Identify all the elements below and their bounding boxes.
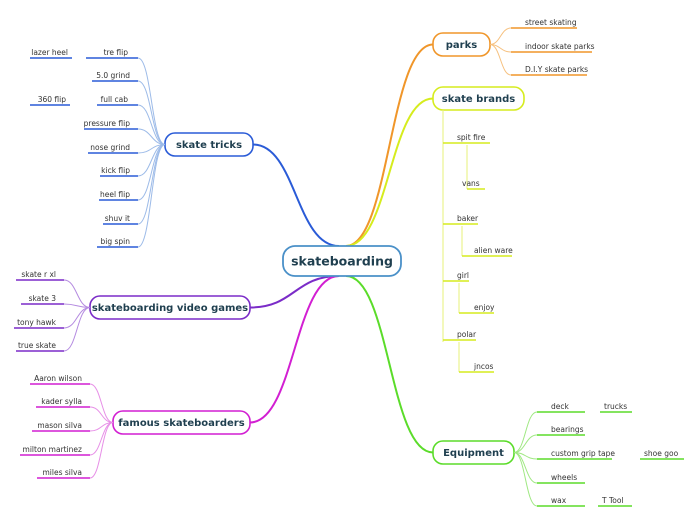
node-full-cab[interactable]: full cab <box>101 95 129 104</box>
node-pressure-flip[interactable]: pressure flip <box>84 119 131 128</box>
node-wheels[interactable]: wheels <box>551 473 577 482</box>
connector-bearings <box>513 434 538 453</box>
root-to-equipment-connector <box>345 275 434 454</box>
connector-tony-hawk <box>63 307 91 329</box>
root-box[interactable] <box>282 245 402 277</box>
connector-shuv-it <box>137 144 166 225</box>
branch-label-equipment[interactable]: Equipment <box>443 448 504 459</box>
node-alien-ware[interactable]: alien ware <box>474 246 513 255</box>
node-baker[interactable]: baker <box>457 214 479 223</box>
node-kader-sylla[interactable]: kader sylla <box>41 397 82 406</box>
connector-tre-flip <box>137 57 166 145</box>
node-aaron-wilson[interactable]: Aaron wilson <box>34 374 82 383</box>
node-shoe-goo[interactable]: shoe goo <box>644 449 679 458</box>
node-true-skate[interactable]: true skate <box>18 341 56 350</box>
branch-equipment: Equipment <box>432 440 515 465</box>
connector-full-cab <box>137 104 166 145</box>
node-heel-flip[interactable]: heel flip <box>100 190 130 199</box>
branch-label-parks[interactable]: parks <box>446 40 477 51</box>
node-t-tool[interactable]: T Tool <box>601 496 624 505</box>
branch-skate-tricks: skate tricks <box>164 132 254 157</box>
node-indoor-skate-parks[interactable]: indoor skate parks <box>525 42 595 51</box>
node-shuv-it[interactable]: shuv it <box>105 214 130 223</box>
node-big-spin[interactable]: big spin <box>101 237 131 246</box>
node-enjoy[interactable]: enjoy <box>474 303 495 312</box>
node-trucks[interactable]: trucks <box>604 402 627 411</box>
node-skate-rxl[interactable]: skate r xl <box>21 270 56 279</box>
node-tony-hawk[interactable]: tony hawk <box>17 318 57 327</box>
connector-diy-skate-parks <box>489 44 512 76</box>
root-label[interactable]: skateboarding <box>291 254 393 269</box>
branch-label-famous-skateboarders[interactable]: famous skateboarders <box>118 418 244 429</box>
branch-famous-skateboarders: famous skateboarders <box>112 410 251 435</box>
branch-label-skate-tricks[interactable]: skate tricks <box>176 140 242 151</box>
connector-street-skating <box>489 27 512 45</box>
branch-label-video-games[interactable]: skateboarding video games <box>92 303 248 314</box>
root-to-parks-connector <box>345 43 434 247</box>
node-polar[interactable]: polar <box>457 330 477 339</box>
root-to-skate-brands-connector <box>345 97 434 247</box>
node-street-skating[interactable]: street skating <box>525 18 577 27</box>
node-miles-silva[interactable]: miles silva <box>43 468 83 477</box>
connector-big-spin <box>137 144 166 248</box>
node-360-flip[interactable]: 360 flip <box>38 95 67 104</box>
connector-aaron-wilson <box>89 383 114 423</box>
root-node: skateboarding <box>282 245 402 277</box>
connector-5-0-grind <box>137 80 166 145</box>
branch-video-games: skateboarding video games <box>89 295 251 320</box>
branch-skate-brands: skate brands <box>432 86 525 111</box>
node-mason-silva[interactable]: mason silva <box>37 421 82 430</box>
node-deck[interactable]: deck <box>551 402 569 411</box>
node-custom-grip-tape[interactable]: custom grip tape <box>551 449 615 458</box>
node-wax[interactable]: wax <box>551 496 567 505</box>
node-girl[interactable]: girl <box>457 271 469 280</box>
node-skate-3[interactable]: skate 3 <box>29 294 57 303</box>
connector-true-skate <box>63 307 91 352</box>
connector-pressure-flip <box>137 128 166 145</box>
connector-deck <box>513 411 538 453</box>
node-tre-flip[interactable]: tre flip <box>104 48 129 57</box>
root-to-video-games-connector <box>249 275 340 309</box>
node-jncos[interactable]: jncos <box>473 362 494 371</box>
node-lazer-heel[interactable]: lazer heel <box>31 48 68 57</box>
node-diy-skate-parks[interactable]: D.I.Y skate parks <box>525 65 588 74</box>
root-to-skate-tricks-connector <box>252 143 340 247</box>
connector-kader-sylla <box>89 406 114 423</box>
connector-skate-rxl <box>63 279 91 308</box>
node-bearings[interactable]: bearings <box>551 425 584 434</box>
node-milton-martinez[interactable]: milton martinez <box>23 445 83 454</box>
node-nose-grind[interactable]: nose grind <box>90 143 130 152</box>
connector-wax <box>513 452 538 507</box>
node-vans[interactable]: vans <box>462 179 480 188</box>
branch-parks: parks <box>432 32 491 57</box>
connector-skate-3 <box>63 303 91 308</box>
root-to-famous-skateboarders-connector <box>249 275 340 424</box>
node-kick-flip[interactable]: kick flip <box>101 166 130 175</box>
branch-label-skate-brands[interactable]: skate brands <box>442 94 516 105</box>
node-spit-fire[interactable]: spit fire <box>457 133 486 142</box>
node-5-0-grind[interactable]: 5.0 grind <box>96 71 130 80</box>
connector-miles-silva <box>89 422 114 479</box>
